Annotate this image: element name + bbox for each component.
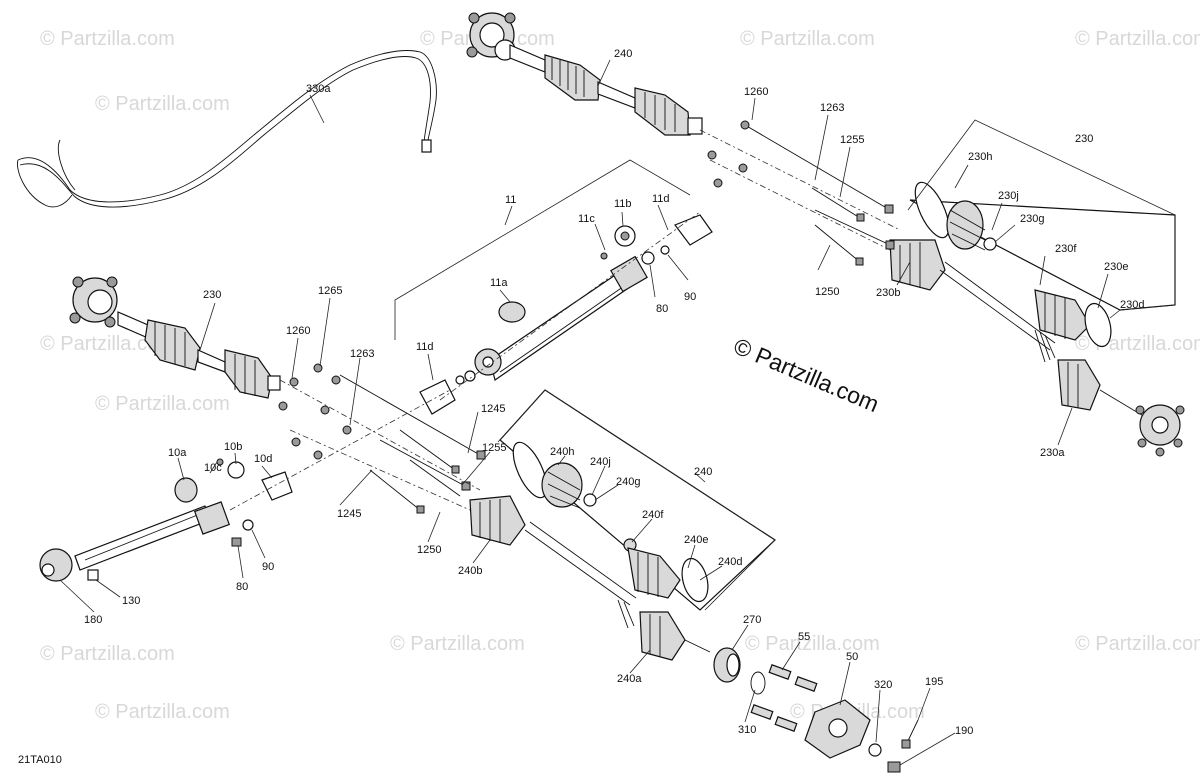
callout-240f: 240f xyxy=(642,509,664,521)
callout-240a: 240a xyxy=(617,673,642,685)
callout-10a: 10a xyxy=(168,447,187,459)
leader-lines xyxy=(59,59,1121,766)
drive-shaft-230-right xyxy=(889,181,1185,457)
callout-1263: 1263 xyxy=(820,102,844,114)
callout-190: 190 xyxy=(955,725,973,737)
hose-330a xyxy=(17,50,437,208)
callout-1245: 1245 xyxy=(337,508,361,520)
callout-50: 50 xyxy=(846,651,858,663)
callout-1245: 1245 xyxy=(481,403,505,415)
callouts: 330a 240 1260 1263 1255 230 230h 230j 23… xyxy=(84,48,1144,737)
callout-1250: 1250 xyxy=(815,286,839,298)
watermark: © Partzilla.com xyxy=(95,393,230,415)
callout-230e: 230e xyxy=(1104,261,1128,273)
bolts-top-center xyxy=(699,120,901,266)
watermark: © Partzilla.com xyxy=(1075,28,1200,50)
callout-10b: 10b xyxy=(224,441,242,453)
propshaft-10 xyxy=(39,389,451,582)
bolts-left xyxy=(278,363,486,514)
callout-240j: 240j xyxy=(590,456,611,468)
figure-code: 21TA010 xyxy=(18,754,62,766)
callout-1255: 1255 xyxy=(482,442,506,454)
group-brackets xyxy=(497,119,1176,611)
callout-55: 55 xyxy=(798,631,810,643)
callout-330a: 330a xyxy=(306,83,331,95)
callout-230: 230 xyxy=(1075,133,1093,145)
callout-230d: 230d xyxy=(1120,299,1144,311)
drive-shaft-230-left xyxy=(69,276,281,399)
callout-11a: 11a xyxy=(490,277,508,289)
watermark: © Partzilla.com xyxy=(40,643,175,665)
callout-230h: 230h xyxy=(968,151,992,163)
callout-11b: 11b xyxy=(614,198,632,210)
callout-230: 230 xyxy=(203,289,221,301)
callout-230j: 230j xyxy=(998,190,1019,202)
callout-10c: 10c xyxy=(204,462,222,474)
callout-320: 320 xyxy=(874,679,892,691)
callout-240e: 240e xyxy=(684,534,708,546)
callout-230b: 230b xyxy=(876,287,900,299)
watermark: © Partzilla.com xyxy=(95,701,230,723)
callout-1263: 1263 xyxy=(350,348,374,360)
callout-1260: 1260 xyxy=(744,86,768,98)
watermark: © Partzilla.com xyxy=(95,93,230,115)
callout-11d: 11d xyxy=(652,193,670,205)
watermark-layer: © Partzilla.com © Partzilla.com © Partzi… xyxy=(40,28,1200,723)
callout-1255: 1255 xyxy=(840,134,864,146)
watermark: © Partzilla.com xyxy=(390,633,525,655)
callout-1265: 1265 xyxy=(318,285,342,297)
callout-11: 11 xyxy=(505,194,516,206)
propshaft-11 xyxy=(394,159,713,415)
callout-80: 80 xyxy=(656,303,668,315)
callout-240: 240 xyxy=(694,466,712,478)
callout-180: 180 xyxy=(84,614,102,626)
callout-80: 80 xyxy=(236,581,248,593)
callout-10d: 10d xyxy=(254,453,272,465)
callout-240h: 240h xyxy=(550,446,574,458)
watermark: © Partzilla.com xyxy=(740,28,875,50)
watermark: © Partzilla.com xyxy=(40,333,175,355)
brand-label: © Partzilla.com xyxy=(730,333,883,417)
callout-240g: 240g xyxy=(616,476,640,488)
watermark: © Partzilla.com xyxy=(40,28,175,50)
callout-230a: 230a xyxy=(1040,447,1065,459)
watermark: © Partzilla.com xyxy=(745,633,880,655)
callout-240d: 240d xyxy=(718,556,742,568)
callout-130: 130 xyxy=(122,595,140,607)
callout-11c: 11c xyxy=(578,213,595,225)
drive-shaft-240-top xyxy=(466,12,703,136)
callout-230f: 230f xyxy=(1055,243,1077,255)
callout-240: 240 xyxy=(614,48,632,60)
callout-310: 310 xyxy=(738,724,756,736)
hub-parts xyxy=(713,647,919,773)
callout-1250: 1250 xyxy=(417,544,441,556)
callout-90: 90 xyxy=(684,291,696,303)
callout-240b: 240b xyxy=(458,565,482,577)
drive-shaft-240-lower xyxy=(469,389,776,661)
callout-11d: 11d xyxy=(416,341,434,353)
callout-195: 195 xyxy=(925,676,943,688)
callout-1260: 1260 xyxy=(286,325,310,337)
watermark: © Partzilla.com xyxy=(1075,633,1200,655)
callout-90: 90 xyxy=(262,561,274,573)
callout-270: 270 xyxy=(743,614,761,626)
callout-230g: 230g xyxy=(1020,213,1044,225)
